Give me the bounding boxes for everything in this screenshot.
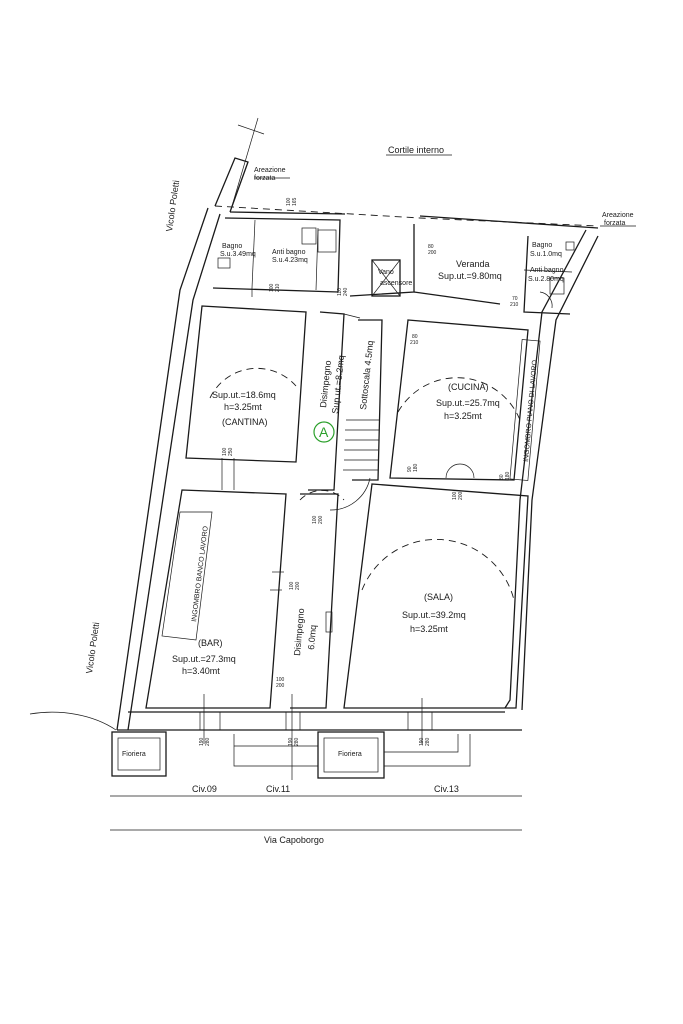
main-street-label: Via Capoborgo xyxy=(264,835,324,845)
sala-area: Sup.ut.=39.2mq xyxy=(402,610,466,620)
dim-d12-h: 200 xyxy=(295,581,301,590)
front-planters xyxy=(111,731,471,779)
bar-area: Sup.ut.=27.3mq xyxy=(172,654,236,664)
dim-d16-w: 190 xyxy=(419,737,425,746)
corridor-bottom xyxy=(290,493,339,709)
sala-height: h=3.25mt xyxy=(410,624,448,634)
antibagno-right-area: S.u.2.80mq xyxy=(528,276,564,283)
dim-d14-h: 280 xyxy=(205,737,211,746)
vano-line1: Vano xyxy=(378,269,394,276)
dim-d4-h: 240 xyxy=(343,287,349,296)
dim-d4-w: 110 xyxy=(337,288,343,296)
elevator-shaft xyxy=(371,259,401,297)
civ11-label: Civ.11 xyxy=(266,784,290,794)
cantina-name: (CANTINA) xyxy=(222,417,268,427)
dim-d5-w: 80 xyxy=(412,334,418,340)
dim-d11-h: 200 xyxy=(318,515,324,524)
staircase xyxy=(329,319,383,511)
vent-right-line2: forzata xyxy=(604,220,626,227)
bagno-left-area: S.u.3.49mq xyxy=(220,251,256,258)
sala-room xyxy=(343,483,529,709)
courtyard-boundary xyxy=(214,205,599,227)
bar-room xyxy=(145,489,287,709)
cucina-name: (CUCINA) xyxy=(448,382,489,392)
vent-left-line2: forzata xyxy=(254,175,276,182)
dim-d15-w: 190 xyxy=(288,737,294,746)
dim-d6-w: 70 xyxy=(512,296,518,302)
cantina-height: h=3.25mt xyxy=(224,402,262,412)
lane-label-top: Vicolo Poletti xyxy=(164,180,181,233)
ingombro-cucina-label: INGOMBRO PIANO DI LAVORO xyxy=(523,359,539,462)
north-arrow-icon xyxy=(231,117,265,207)
dim-d1-w: 100 xyxy=(286,197,292,206)
vano-line2: ascensore xyxy=(380,280,412,287)
disimpegno-bottom-area: 6.0mq xyxy=(306,624,318,650)
veranda-area: Sup.ut.=9.80mq xyxy=(438,271,502,281)
sottoscala-label: Sottoscala 4.5mq xyxy=(358,340,375,410)
dim-d12-w: 100 xyxy=(289,581,295,590)
bar-name: (BAR) xyxy=(198,638,223,648)
dim-d3-w: 80 xyxy=(428,244,434,250)
lane-label-bottom: Vicolo Poletti xyxy=(84,622,101,675)
planter-left-label: Fioriera xyxy=(122,751,146,758)
cantina-area: Sup.ut.=18.6mq xyxy=(212,390,276,400)
dim-d14-w: 190 xyxy=(199,737,205,746)
cucina-height: h=3.25mt xyxy=(444,411,482,421)
civ13-label: Civ.13 xyxy=(434,784,459,794)
courtyard-label: Cortile interno xyxy=(388,145,444,155)
bagno-right-area: S.u.1.0mq xyxy=(530,251,562,258)
cucina-room xyxy=(389,319,529,481)
dim-d9-w: 80 xyxy=(499,474,505,480)
dim-d9-h: 180 xyxy=(505,471,511,480)
dim-d8-w: 90 xyxy=(407,466,413,472)
antibagno-left-area: S.u.4.23mq xyxy=(272,257,308,264)
cucina-area: Sup.ut.=25.7mq xyxy=(436,398,500,408)
dim-d10-h: 200 xyxy=(458,491,464,500)
dim-d7-w: 100 xyxy=(222,447,228,456)
door-markers xyxy=(199,694,433,780)
disimpegno-top-name: Disimpegno xyxy=(318,360,333,408)
dim-d5-h: 210 xyxy=(410,340,419,346)
dim-d15-h: 280 xyxy=(294,737,300,746)
civ09-label: Civ.09 xyxy=(192,784,217,794)
dim-d16-h: 280 xyxy=(425,737,431,746)
dim-d6-h: 210 xyxy=(510,302,519,308)
dim-d11-w: 100 xyxy=(312,515,318,524)
bar-height: h=3.40mt xyxy=(182,666,220,676)
vent-left-line1: Areazione xyxy=(254,167,286,174)
dim-d3-h: 200 xyxy=(428,250,437,256)
antibagno-right-name: Anti bagno xyxy=(530,267,564,274)
dim-d7-h: 250 xyxy=(228,447,234,456)
lane-arc xyxy=(29,711,117,731)
dim-d1-h: 165 xyxy=(292,197,298,206)
cantina-room xyxy=(185,305,307,463)
planter-right-label: Fioriera xyxy=(338,751,362,758)
corridor-top xyxy=(308,311,345,491)
vent-right-line1: Areazione xyxy=(602,212,634,219)
bagno-right-name: Bagno xyxy=(532,242,552,249)
dim-d13-w: 100 xyxy=(276,677,285,683)
dim-d13-h: 200 xyxy=(276,683,285,689)
dim-d10-w: 100 xyxy=(452,491,458,500)
outer-walls xyxy=(116,207,599,731)
antibagno-left-name: Anti bagno xyxy=(272,249,306,256)
disimpegno-bottom-name: Disimpegno xyxy=(292,608,306,656)
sala-name: (SALA) xyxy=(424,592,453,602)
ingombro-bar-label: INGOMBRO BANCO LAVORO xyxy=(191,525,210,622)
dim-d2-w: 100 xyxy=(269,283,275,292)
dim-d2-h: 210 xyxy=(275,283,281,292)
lane-wall xyxy=(214,157,249,213)
section-marker-icon xyxy=(313,421,335,443)
dimension-marks: 100 165 100 210 80 200 110 240 80 210 70… xyxy=(199,197,519,746)
section-marker-label: A xyxy=(319,424,329,440)
veranda-name: Veranda xyxy=(456,259,490,269)
service-rooms-right xyxy=(349,224,575,315)
service-rooms-left xyxy=(212,217,341,297)
bagno-left-name: Bagno xyxy=(222,243,242,250)
dim-d8-h: 180 xyxy=(413,463,419,472)
